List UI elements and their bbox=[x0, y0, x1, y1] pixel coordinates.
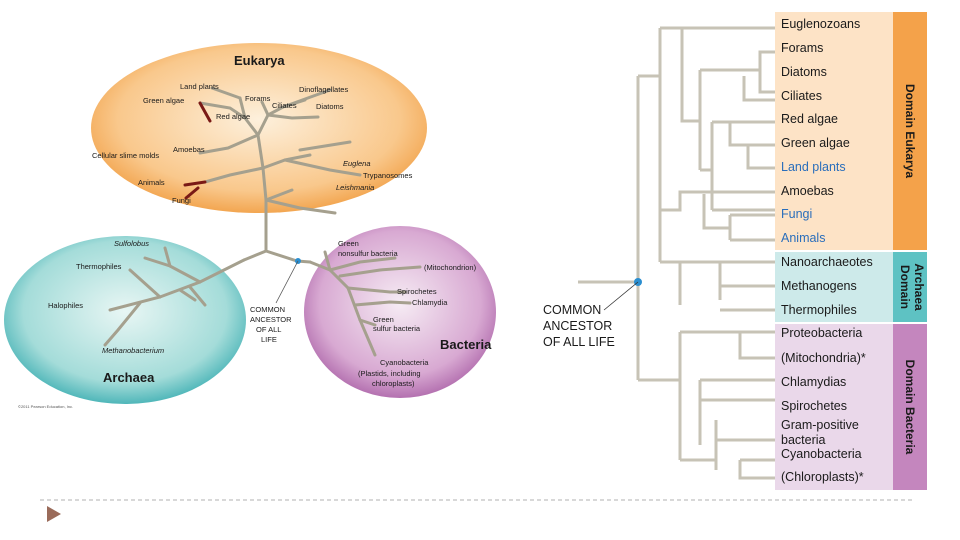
label-thermophiles: Thermophiles bbox=[76, 262, 122, 271]
archaea-title: Archaea bbox=[103, 370, 155, 385]
label-mitochondrion: (Mitochondrion) bbox=[424, 263, 477, 272]
taxon-diatoms: Diatoms bbox=[781, 65, 827, 79]
left-ancestor-line-4: LIFE bbox=[261, 335, 277, 344]
archaea-panel bbox=[775, 252, 893, 322]
label-forams: Forams bbox=[245, 94, 271, 103]
label-diatoms: Diatoms bbox=[316, 102, 344, 111]
label-animals: Animals bbox=[138, 178, 165, 187]
label-sulfur-bacteria: sulfur bacteria bbox=[373, 324, 421, 333]
label-green-2: Green bbox=[373, 315, 394, 324]
eukarya-domain-bar bbox=[893, 12, 927, 250]
domain-archaea-label-2: Archaea bbox=[912, 263, 926, 311]
left-ancestor-line-2: ANCESTOR bbox=[250, 315, 292, 324]
right-ancestor-pointer bbox=[603, 281, 639, 311]
bacteria-title: Bacteria bbox=[440, 337, 492, 352]
taxon-proteobacteria: Proteobacteria bbox=[781, 326, 862, 340]
eukarya-title: Eukarya bbox=[234, 53, 285, 68]
taxon-fungi: Fungi bbox=[781, 207, 812, 221]
taxon-red-algae: Red algae bbox=[781, 112, 838, 126]
label-spirochetes: Spirochetes bbox=[397, 287, 437, 296]
right-tree-branches bbox=[578, 26, 775, 480]
taxon-land-plants: Land plants bbox=[781, 160, 846, 174]
taxon-green-algae: Green algae bbox=[781, 136, 850, 150]
taxon-spirochetes: Spirochetes bbox=[781, 399, 847, 413]
bacteria-blob bbox=[304, 226, 496, 398]
taxon-chloroplasts: (Chloroplasts)* bbox=[781, 470, 864, 484]
label-euglena: Euglena bbox=[343, 159, 371, 168]
taxon-methanogens: Methanogens bbox=[781, 279, 857, 293]
label-green-1: Green bbox=[338, 239, 359, 248]
left-ancestor-line-3: OF ALL bbox=[256, 325, 281, 334]
label-chlamydia: Chlamydia bbox=[412, 298, 448, 307]
label-red-algae: Red algae bbox=[216, 112, 250, 121]
left-ancestor-line-1: COMMON bbox=[250, 305, 285, 314]
label-green-algae: Green algae bbox=[143, 96, 184, 105]
bacteria-domain-bar bbox=[893, 324, 927, 490]
label-ciliates: Ciliates bbox=[272, 101, 297, 110]
copyright-note: ©2011 Pearson Education, Inc. bbox=[18, 404, 73, 409]
taxon-chlamydias: Chlamydias bbox=[781, 375, 846, 389]
label-cellular-slime-molds: Cellular slime molds bbox=[92, 151, 159, 160]
right-ancestor-line-1: COMMON bbox=[543, 303, 601, 317]
right-ancestor-line-3: OF ALL LIFE bbox=[543, 335, 615, 349]
taxon-amoebas: Amoebas bbox=[781, 184, 834, 198]
taxon-animals: Animals bbox=[781, 231, 825, 245]
left-tree-branches bbox=[103, 86, 422, 357]
taxon-gram-positive: Gram-positive bbox=[781, 418, 859, 432]
label-nonsulfur-bacteria: nonsulfur bacteria bbox=[338, 249, 398, 258]
label-amoebas: Amoebas bbox=[173, 145, 205, 154]
taxon-mitochondria: (Mitochondria)* bbox=[781, 351, 866, 365]
taxon-nanoarchaeotes: Nanoarchaeotes bbox=[781, 255, 873, 269]
domain-bacteria-label: Domain Bacteria bbox=[903, 360, 917, 455]
eukarya-panel bbox=[775, 12, 893, 250]
label-sulfolobus: Sulfolobus bbox=[114, 239, 149, 248]
taxon-bacteria: bacteria bbox=[781, 433, 826, 447]
archaea-domain-bar bbox=[893, 252, 927, 322]
domain-archaea-label-1: Domain bbox=[898, 265, 912, 309]
left-ancestor-pointer bbox=[275, 260, 299, 304]
label-plastids: (Plastids, including bbox=[358, 369, 421, 378]
label-trypanosomes: Trypanosomes bbox=[363, 171, 413, 180]
slide-play-icon[interactable] bbox=[47, 506, 61, 522]
label-halophiles: Halophiles bbox=[48, 301, 83, 310]
taxon-euglenozoans: Euglenozoans bbox=[781, 17, 860, 31]
taxon-cyanobacteria: Cyanobacteria bbox=[781, 447, 862, 461]
label-cyanobacteria: Cyanobacteria bbox=[380, 358, 429, 367]
label-fungi: Fungi bbox=[172, 196, 191, 205]
label-leishmania: Leishmania bbox=[336, 183, 374, 192]
taxon-ciliates: Ciliates bbox=[781, 89, 822, 103]
label-chloroplasts: chloroplasts) bbox=[372, 379, 415, 388]
taxon-thermophiles: Thermophiles bbox=[781, 303, 857, 317]
domain-eukarya-label: Domain Eukarya bbox=[903, 84, 917, 178]
right-ancestor-line-2: ANCESTOR bbox=[543, 319, 612, 333]
eukarya-blob bbox=[91, 43, 427, 213]
label-methanobacterium: Methanobacterium bbox=[102, 346, 164, 355]
bacteria-panel bbox=[775, 324, 893, 490]
label-dinoflagellates: Dinoflagellates bbox=[299, 85, 348, 94]
taxon-forams: Forams bbox=[781, 41, 823, 55]
label-land-plants: Land plants bbox=[180, 82, 219, 91]
